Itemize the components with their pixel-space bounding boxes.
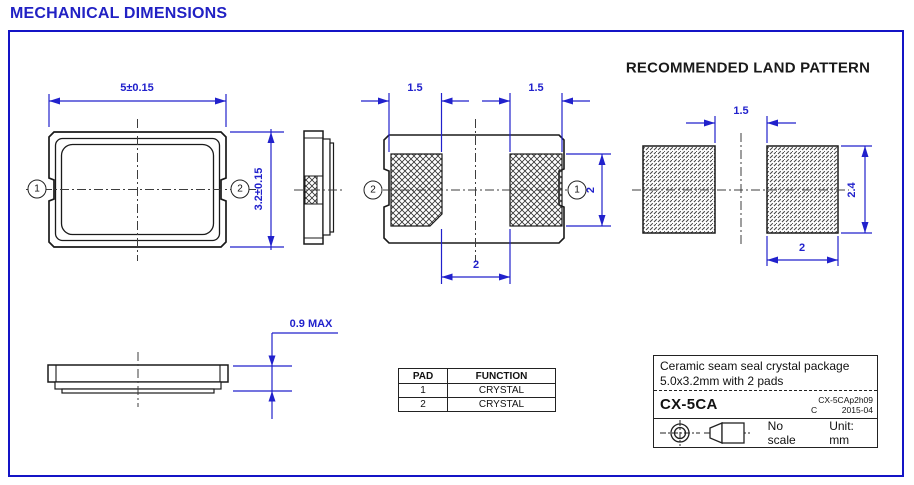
dim-land-width: 2 xyxy=(798,242,806,254)
part-number: CX-5CA xyxy=(660,396,718,413)
revision: C xyxy=(811,404,818,415)
col-header-pad: PAD xyxy=(398,368,448,384)
table-header-row: PAD FUNCTION xyxy=(398,368,556,384)
dim-pad-height: 2 xyxy=(585,186,597,194)
lid-step-2 xyxy=(329,142,335,233)
dimension-arrows xyxy=(49,97,275,247)
page-title: MECHANICAL DIMENSIONS xyxy=(10,5,228,22)
center-lines xyxy=(632,133,849,247)
sheet-border xyxy=(8,30,904,477)
revision-row: C 2015-04 xyxy=(807,405,873,415)
date: 2015-04 xyxy=(841,404,873,415)
dim-land-gap: 1.5 xyxy=(733,105,749,117)
dim-pad-gap: 2 xyxy=(472,259,480,271)
dimension-arrows xyxy=(704,119,869,264)
table-row: 1 CRYSTAL xyxy=(398,383,556,398)
projection-circle-icon xyxy=(660,420,700,446)
scale-note: No scale xyxy=(767,419,796,447)
table-row: 2 CRYSTAL xyxy=(398,397,556,412)
dimension-lines xyxy=(48,94,284,250)
dim-height: 3.2±0.15 xyxy=(253,167,265,211)
pin-marker-bottom-right: 1 xyxy=(567,180,587,200)
dimension-lines xyxy=(233,332,338,419)
pad-2-hatch xyxy=(390,153,443,227)
pin-marker-top-left: 1 xyxy=(27,179,47,199)
dim-pad-width-right: 1.5 xyxy=(528,82,544,94)
dimension-arrows xyxy=(268,355,276,402)
center-lines xyxy=(26,119,257,261)
side-view-drawing xyxy=(294,130,345,245)
cell-pad-function: CRYSTAL xyxy=(447,397,556,412)
title-block-description: Ceramic seam seal crystal package 5.0x3.… xyxy=(654,356,877,391)
doc-info: CX-5CAp2h09 C 2015-04 xyxy=(807,395,877,415)
doc-number: CX-5CAp2h09 xyxy=(818,394,873,405)
dim-land-height: 2.4 xyxy=(846,182,858,198)
dimension-lines xyxy=(686,116,872,266)
dim-width: 5±0.15 xyxy=(120,82,154,94)
profile-body-lines xyxy=(55,365,221,382)
top-view-drawing xyxy=(26,94,284,261)
lid-step-1 xyxy=(322,138,331,236)
cell-pad-number: 1 xyxy=(398,383,448,398)
cell-pad-number: 2 xyxy=(398,397,448,412)
projection-cone-icon xyxy=(703,422,750,444)
pad-function-table: PAD FUNCTION 1 CRYSTAL 2 CRYSTAL xyxy=(398,368,556,412)
unit-note: Unit: mm xyxy=(829,419,854,447)
title-block: Ceramic seam seal crystal package 5.0x3.… xyxy=(653,355,878,448)
cell-pad-function: CRYSTAL xyxy=(447,383,556,398)
description-line-1: Ceramic seam seal crystal package xyxy=(660,359,850,373)
dimension-lines xyxy=(361,93,611,284)
title-block-part-row: CX-5CA CX-5CAp2h09 C 2015-04 xyxy=(654,391,877,418)
land-pattern-title: RECOMMENDED LAND PATTERN xyxy=(625,59,871,77)
dim-pad-width-left: 1.5 xyxy=(407,82,423,94)
dimension-arrows xyxy=(378,97,606,281)
dim-max-height: 0.9 MAX xyxy=(289,318,333,330)
pin-marker-top-right: 2 xyxy=(230,179,250,199)
land-pattern-drawing xyxy=(632,116,872,266)
center-lines xyxy=(366,119,586,262)
col-header-function: FUNCTION xyxy=(447,368,556,384)
bottom-view-drawing xyxy=(361,93,611,284)
profile-view-drawing xyxy=(47,332,338,419)
description-line-2: 5.0x3.2mm with 2 pads xyxy=(660,373,784,388)
title-block-footer: No scale Unit: mm xyxy=(654,418,877,447)
pin-marker-bottom-left: 2 xyxy=(363,180,383,200)
